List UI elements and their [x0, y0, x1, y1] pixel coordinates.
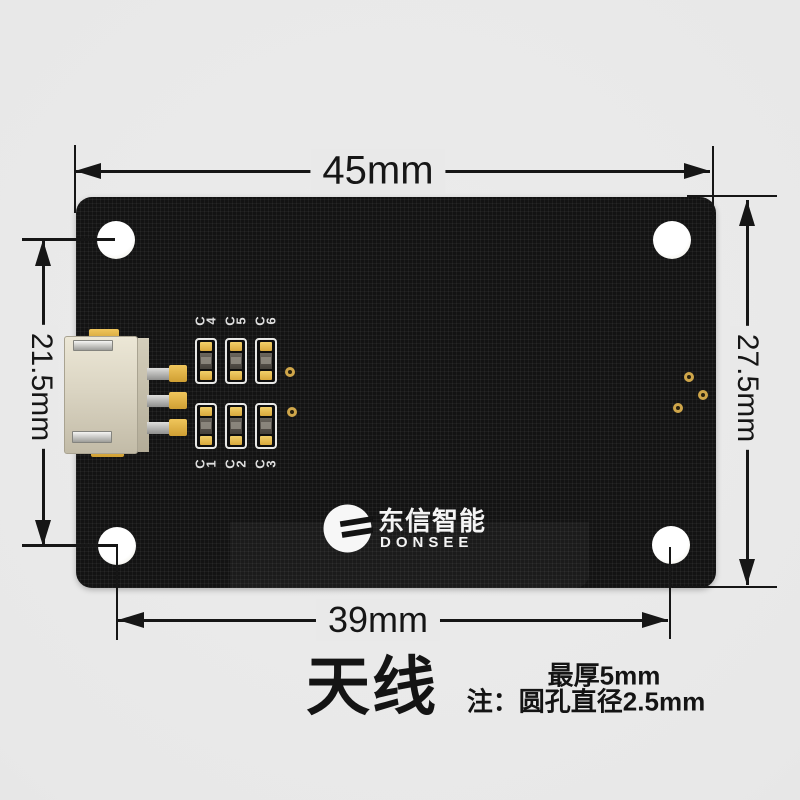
mounting-hole-top-right — [653, 221, 691, 259]
via-right-1 — [684, 372, 694, 382]
note-hole-diameter: 注：圆孔直径2.5mm — [466, 686, 706, 717]
connector-pad-2 — [169, 392, 187, 409]
dimension-label-hole-span-horizontal: 39mm — [315, 599, 441, 641]
connector-pad-1 — [169, 365, 187, 382]
extension-line — [22, 238, 115, 241]
dimension-label-width: 45mm — [310, 148, 446, 194]
via-right-2 — [698, 390, 708, 400]
extension-line — [672, 586, 777, 588]
arrowhead-up-icon — [739, 200, 755, 226]
arrowhead-left-icon — [118, 612, 144, 628]
via-near-caps-1 — [285, 367, 295, 377]
cap-ref-c1: C1 — [192, 459, 219, 469]
connector-side-wall — [138, 338, 149, 452]
donsee-logo-mark — [323, 504, 373, 553]
extension-line — [74, 145, 76, 213]
connector-pad-3 — [169, 419, 187, 436]
extension-line — [22, 544, 118, 547]
pcb-board — [76, 197, 716, 588]
connector-pin-3 — [147, 422, 170, 434]
cap-ref-c3: C3 — [252, 459, 279, 469]
product-title: 天线 — [306, 651, 438, 723]
arrowhead-right-icon — [642, 612, 668, 628]
extension-line — [687, 195, 777, 197]
logo-text-en: DONSEE — [380, 534, 474, 551]
logo-text-cn: 东信智能 — [378, 506, 487, 536]
capacitor-c1 — [195, 403, 217, 449]
via-right-3 — [673, 403, 683, 413]
arrowhead-down-icon — [739, 559, 755, 585]
capacitor-c3 — [255, 403, 277, 449]
capacitor-c5 — [225, 338, 247, 384]
dimension-label-hole-span-vertical: 21.5mm — [24, 324, 58, 450]
connector-metal-clip-bottom — [72, 431, 112, 443]
connector-pin-1 — [147, 368, 170, 380]
via-near-caps-2 — [287, 407, 297, 417]
arrowhead-up-icon — [35, 240, 51, 266]
cap-ref-c4: C4 — [192, 316, 219, 326]
capacitor-c4 — [195, 338, 217, 384]
arrowhead-right-icon — [684, 163, 710, 179]
cap-ref-c6: C6 — [252, 316, 279, 326]
extension-line — [116, 546, 118, 640]
dimension-label-height: 27.5mm — [730, 325, 764, 451]
mounting-hole-bottom-right — [652, 526, 690, 564]
note-thickness: 最厚5mm — [547, 660, 661, 691]
arrowhead-down-icon — [35, 520, 51, 546]
capacitor-c2 — [225, 403, 247, 449]
cap-ref-c2: C2 — [222, 459, 249, 469]
connector-pin-2 — [147, 395, 170, 407]
cap-ref-c5: C5 — [222, 316, 249, 326]
arrowhead-left-icon — [75, 163, 101, 179]
connector-metal-clip-top — [73, 340, 113, 351]
extension-line — [712, 146, 714, 225]
capacitor-c6 — [255, 338, 277, 384]
extension-line — [669, 547, 671, 639]
